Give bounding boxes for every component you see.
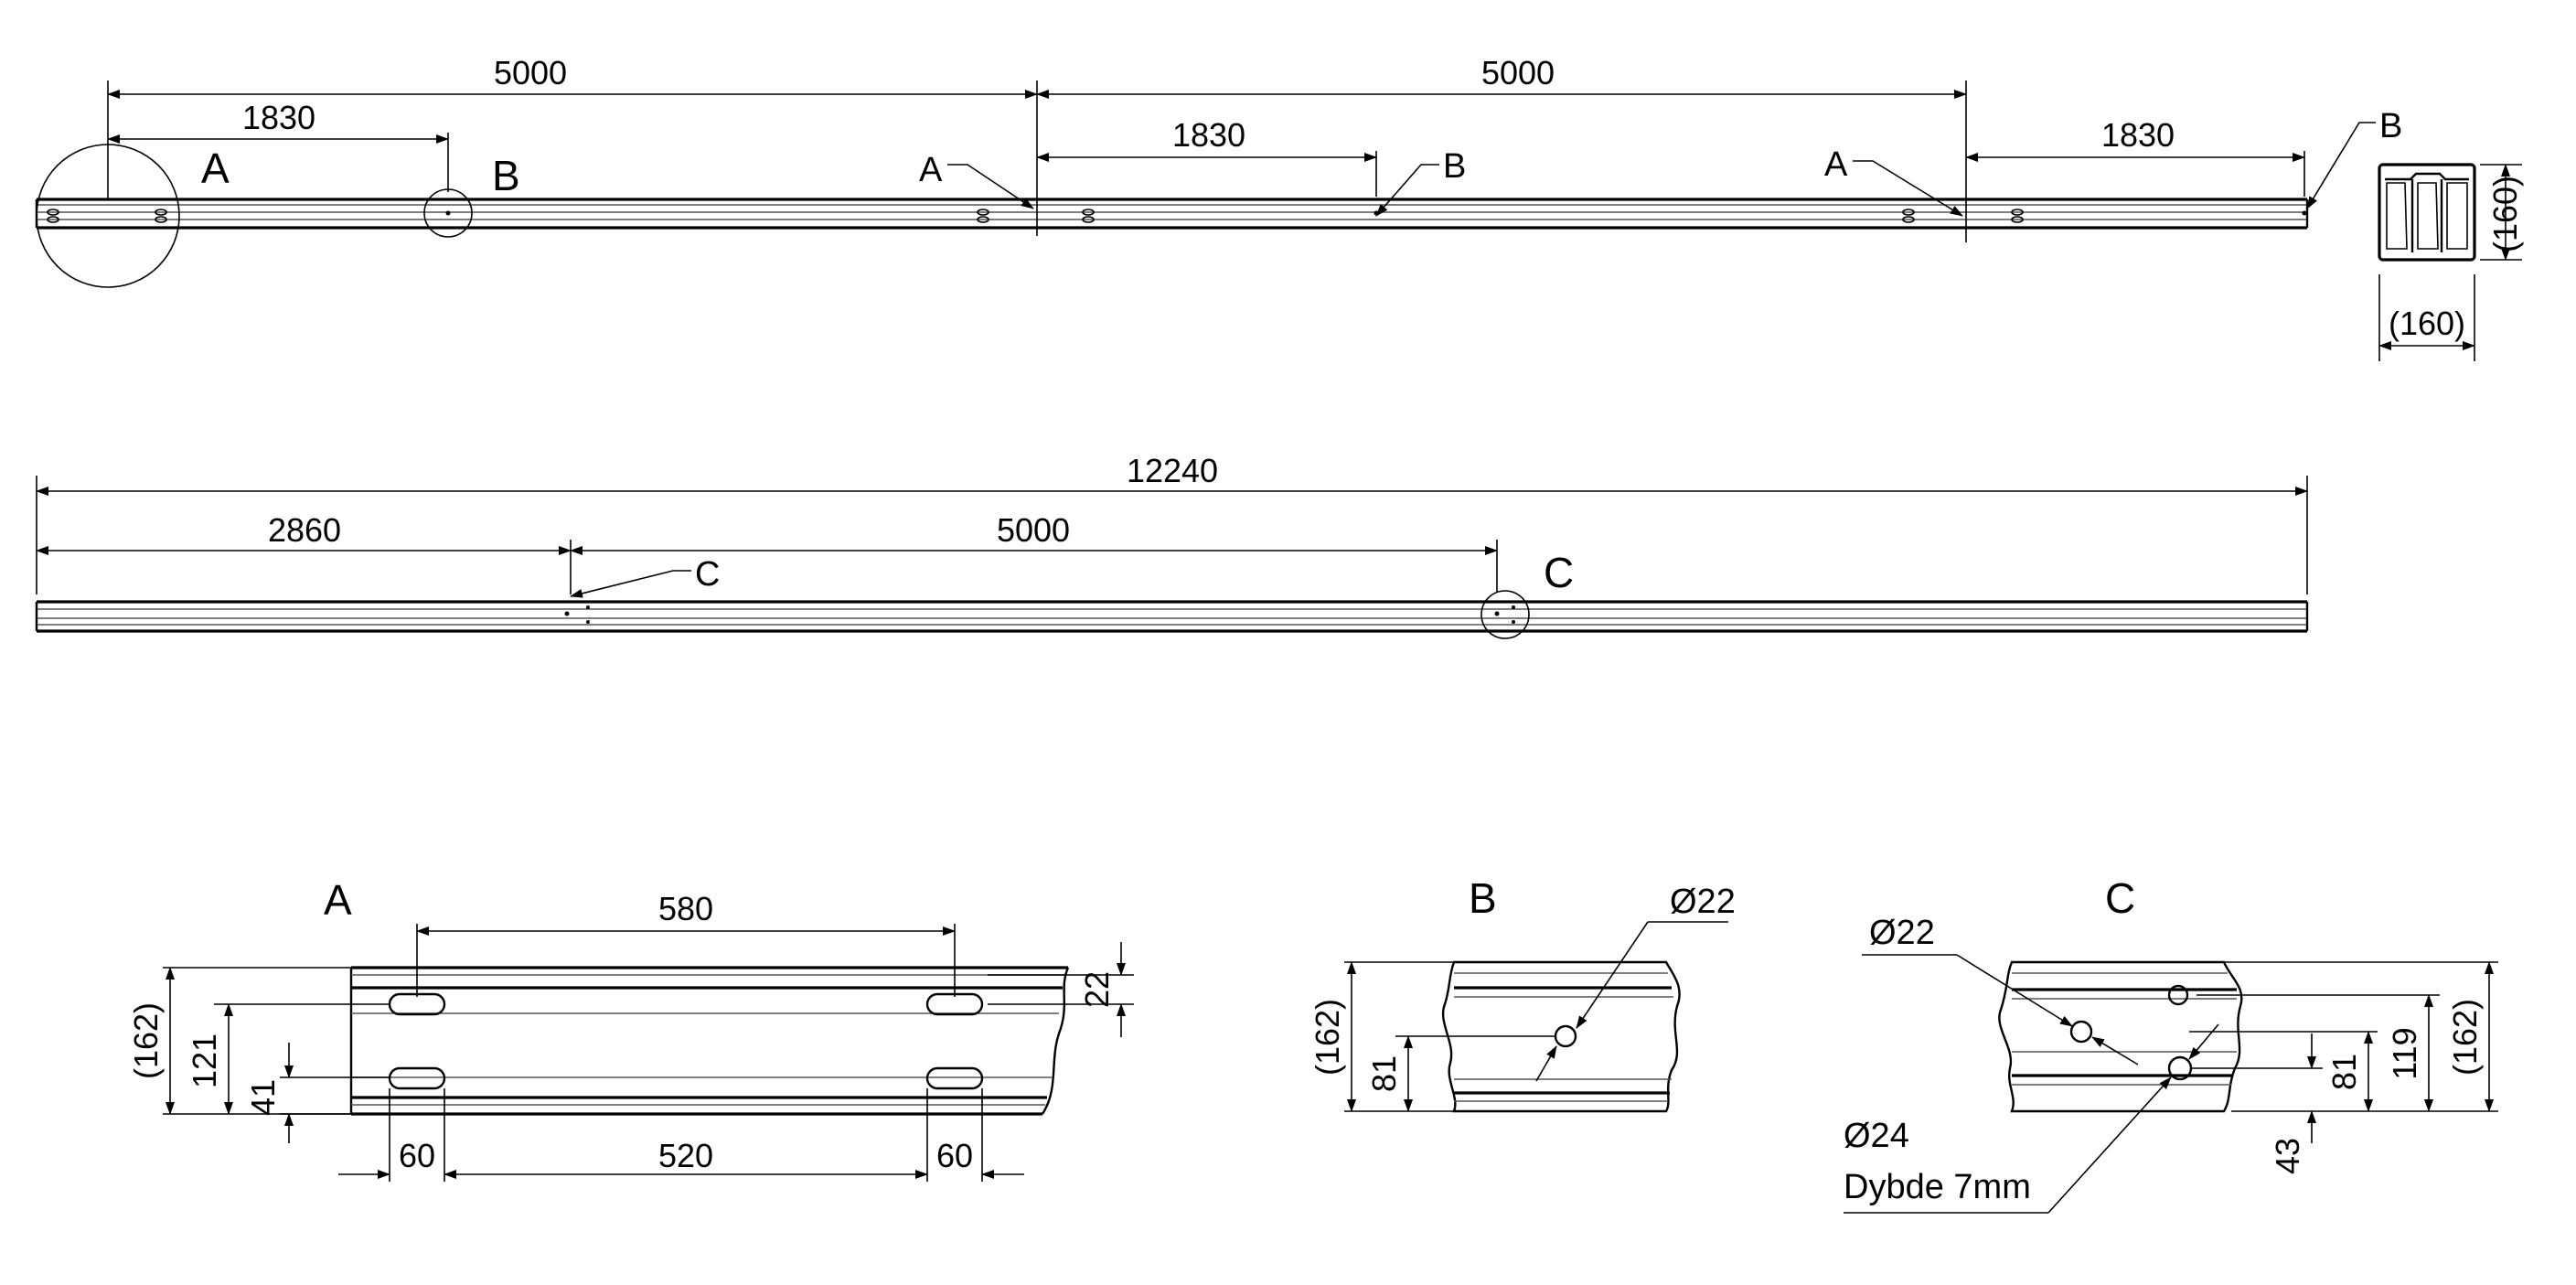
top-rail-body xyxy=(35,198,2309,230)
detail-c-dim-43: 43 xyxy=(2269,1138,2306,1174)
detail-c-depth-note: Dybde 7mm xyxy=(1844,1168,2031,1206)
detail-b-dim-162: (162) xyxy=(1309,999,1346,1076)
side-view: 12240 2860 5000 C C xyxy=(35,452,2309,639)
detail-a-dim-60-left: 60 xyxy=(399,1137,435,1174)
cross-section-view: (160) (160) xyxy=(2378,163,2524,361)
label-c-circle: C xyxy=(1544,549,1574,596)
detail-a: A 580 (162) 121 41 xyxy=(127,876,1134,1182)
label-a-circle: A xyxy=(201,145,230,192)
label-a-mid: A xyxy=(919,151,943,189)
detail-b-title: B xyxy=(1469,874,1497,922)
detail-a-dim-41: 41 xyxy=(244,1079,282,1116)
detail-a-dim-162: (162) xyxy=(127,1002,165,1079)
detail-c-dim-81: 81 xyxy=(2325,1054,2363,1090)
detail-a-dim-60-right: 60 xyxy=(936,1137,973,1174)
detail-c-dia-22: Ø22 xyxy=(1869,914,1935,952)
detail-b-dia-22: Ø22 xyxy=(1670,883,1736,921)
detail-c-title: C xyxy=(2105,874,2135,922)
top-dim-1830-right: 1830 xyxy=(2101,116,2175,154)
detail-a-dim-121: 121 xyxy=(186,1033,223,1088)
detail-a-dim-520: 520 xyxy=(658,1137,713,1174)
label-b-circle: B xyxy=(492,152,520,199)
label-b-end: B xyxy=(2379,107,2402,145)
detail-c-dim-119: 119 xyxy=(2386,1027,2423,1079)
side-dim-5000: 5000 xyxy=(997,511,1070,549)
detail-a-dim-22: 22 xyxy=(1078,971,1116,1008)
label-a-right: A xyxy=(1824,145,1848,184)
detail-c-dia-24: Ø24 xyxy=(1844,1117,1909,1155)
side-dim-2860: 2860 xyxy=(268,511,341,549)
detail-b: B (162) 81 Ø22 xyxy=(1309,874,1736,1113)
side-rail-body xyxy=(35,600,2309,633)
detail-c: C 81 119 (162) 43 Ø22 Ø24 Dybde 7mm xyxy=(1844,874,2498,1214)
section-width-dim: (160) xyxy=(2389,305,2465,342)
detail-c-circle xyxy=(1480,590,1530,639)
top-dim-5000-right: 5000 xyxy=(1481,54,1555,91)
detail-c-dim-162: (162) xyxy=(2446,999,2484,1076)
side-dim-12240: 12240 xyxy=(1127,452,1218,489)
section-height-dim: (160) xyxy=(2486,176,2524,252)
label-c-leader: C xyxy=(695,555,720,594)
label-b-mid: B xyxy=(1443,147,1466,186)
top-dim-5000-left: 5000 xyxy=(494,54,567,91)
detail-a-dim-580: 580 xyxy=(658,890,713,927)
detail-a-title: A xyxy=(324,876,352,924)
top-dim-1830-mid: 1830 xyxy=(1172,116,1245,154)
top-view: 5000 5000 1830 1830 1830 A B A B A B xyxy=(35,54,2402,288)
detail-b-dim-81: 81 xyxy=(1365,1055,1403,1092)
top-dim-1830-left: 1830 xyxy=(242,99,315,136)
